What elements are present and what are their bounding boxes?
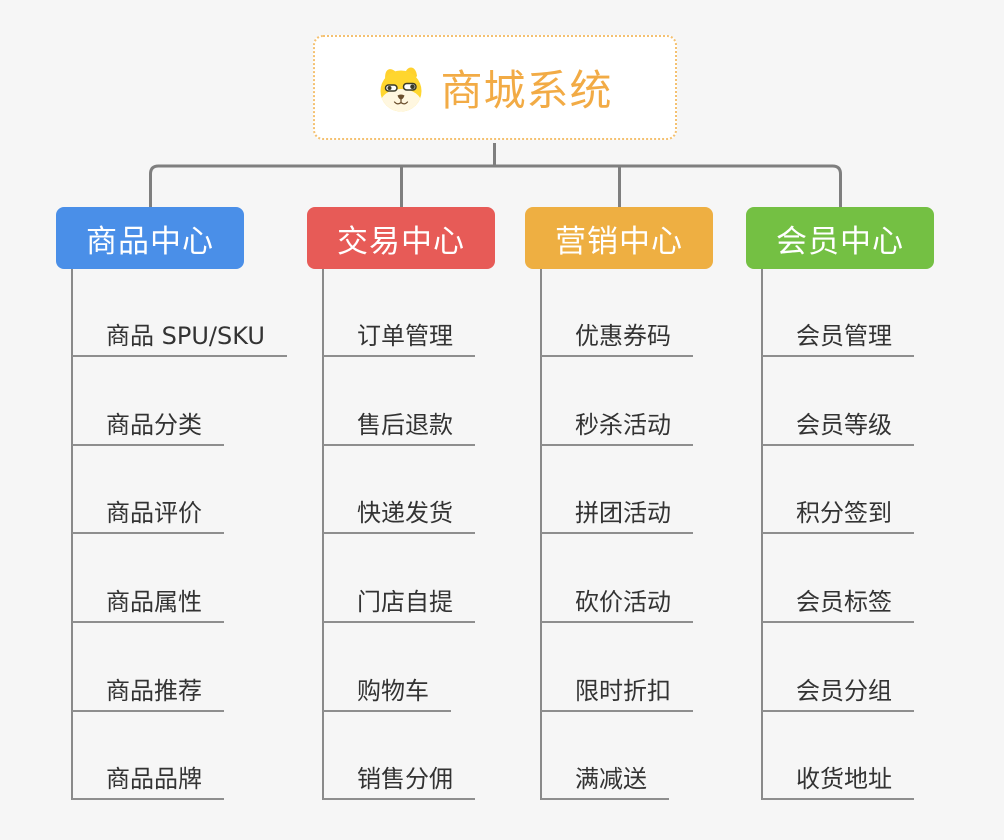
- subtopic-member-management[interactable]: 会员管理: [762, 321, 914, 357]
- subtopic-flash-sale[interactable]: 秒杀活动: [541, 410, 693, 446]
- subtopic-product-brand[interactable]: 商品品牌: [72, 764, 224, 800]
- subtopic-member-level[interactable]: 会员等级: [762, 410, 914, 446]
- subtopic-bargain-activity[interactable]: 砍价活动: [541, 587, 693, 623]
- subtopic-product-recommend[interactable]: 商品推荐: [72, 676, 224, 712]
- branch-product-center: 商品中心 商品 SPU/SKU 商品分类 商品评价 商品属性 商品推荐 商品品牌: [56, 207, 316, 807]
- subtopic-group-buy[interactable]: 拼团活动: [541, 498, 693, 534]
- subtopic-order-management[interactable]: 订单管理: [323, 321, 475, 357]
- subtopic-member-tag[interactable]: 会员标签: [762, 587, 914, 623]
- subtopic-product-attribute[interactable]: 商品属性: [72, 587, 224, 623]
- subtopic-points-checkin[interactable]: 积分签到: [762, 498, 914, 534]
- topic-member-center[interactable]: 会员中心: [746, 207, 934, 269]
- branch-connector: [322, 269, 324, 800]
- subtopic-after-sale-refund[interactable]: 售后退款: [323, 410, 475, 446]
- branch-member-center: 会员中心 会员管理 会员等级 积分签到 会员标签 会员分组 收货地址: [746, 207, 1004, 807]
- subtopic-express-delivery[interactable]: 快递发货: [323, 498, 475, 534]
- branch-trade-center: 交易中心 订单管理 售后退款 快递发货 门店自提 购物车 销售分佣: [307, 207, 567, 807]
- subtopic-member-group[interactable]: 会员分组: [762, 676, 914, 712]
- subtopic-full-reduction[interactable]: 满减送: [541, 764, 669, 800]
- subtopic-coupon-code[interactable]: 优惠券码: [541, 321, 693, 357]
- branch-marketing-center: 营销中心 优惠券码 秒杀活动 拼团活动 砍价活动 限时折扣 满减送: [525, 207, 785, 807]
- subtopic-product-spu-sku[interactable]: 商品 SPU/SKU: [72, 321, 287, 357]
- branch-connector: [540, 269, 542, 800]
- subtopic-shopping-cart[interactable]: 购物车: [323, 676, 451, 712]
- subtopic-product-category[interactable]: 商品分类: [72, 410, 224, 446]
- branch-connector: [761, 269, 763, 800]
- subtopic-store-pickup[interactable]: 门店自提: [323, 587, 475, 623]
- root-title: 商城系统: [440, 66, 613, 115]
- topic-marketing-center[interactable]: 营销中心: [525, 207, 713, 269]
- subtopic-shipping-address[interactable]: 收货地址: [762, 764, 914, 800]
- subtopic-sales-commission[interactable]: 销售分佣: [323, 764, 475, 800]
- branch-connector: [71, 269, 73, 800]
- topic-product-center[interactable]: 商品中心: [56, 207, 244, 269]
- doge-icon: [380, 66, 422, 111]
- connector-path: [149, 143, 842, 208]
- subtopic-product-review[interactable]: 商品评价: [72, 498, 224, 534]
- subtopic-time-limited-discount[interactable]: 限时折扣: [541, 676, 693, 712]
- topic-trade-center[interactable]: 交易中心: [307, 207, 495, 269]
- root-topic[interactable]: 商城系统: [313, 35, 677, 140]
